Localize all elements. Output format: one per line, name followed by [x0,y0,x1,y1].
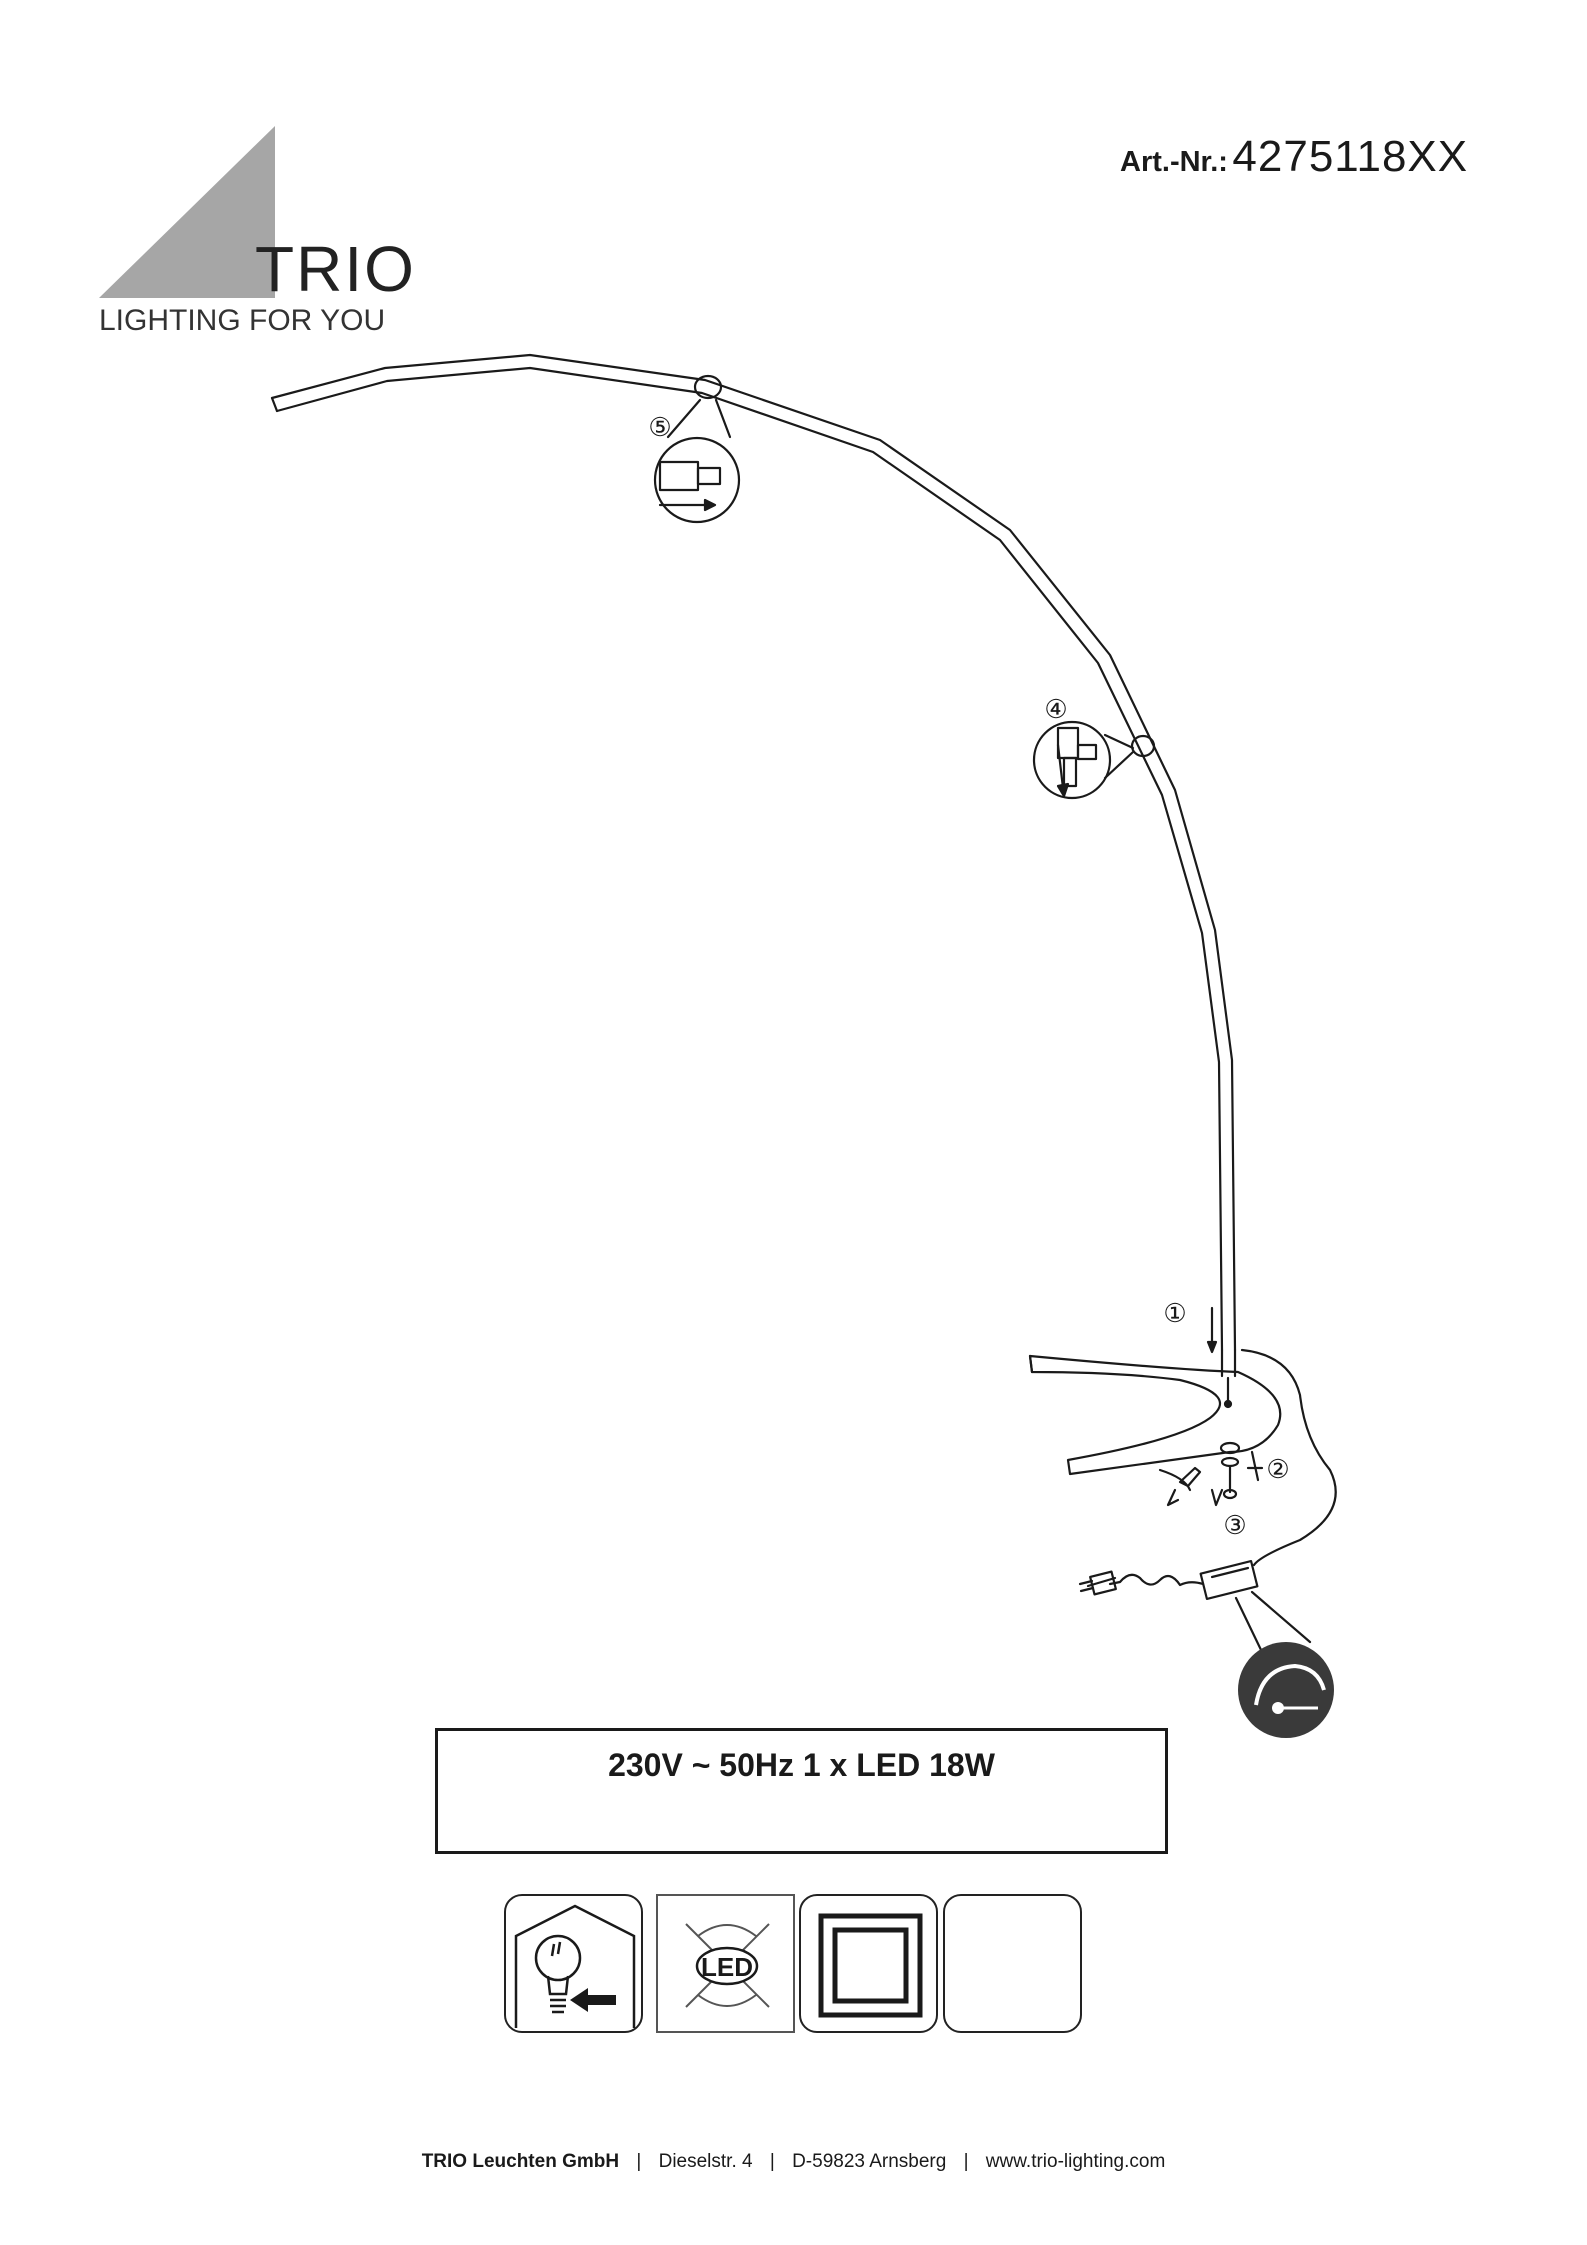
protection-class-ii-tile [799,1894,938,2033]
footer-website: www.trio-lighting.com [986,2151,1166,2172]
lamp-arc-inner [277,368,1222,1350]
lamp-base [1030,1356,1280,1474]
bulb-replaceable-icon [506,1896,645,2035]
step-3-marker: ③ [1223,1511,1246,1541]
step-4-marker: ④ [1044,695,1067,725]
footer-separator: | [770,2151,775,2173]
plug-cord [1110,1575,1203,1585]
connector-4 [1132,736,1154,756]
spec-text: 230V ~ 50Hz 1 x LED 18W [438,1747,1165,1784]
led-tile: LED [656,1894,795,2033]
footer-company: TRIO Leuchten GmbH [422,2151,619,2172]
led-icon-label: LED [701,1952,753,1982]
footer: TRIO Leuchten GmbH | Dieselstr. 4 | D-59… [0,2151,1587,2173]
led-icon: LED [658,1896,797,2035]
spec-box: 230V ~ 50Hz 1 x LED 18W [435,1728,1168,1854]
bulb-replaceable-tile [504,1894,643,2033]
footer-street: Dieselstr. 4 [659,2151,753,2172]
lamp-arc [272,355,1235,1350]
step-5-marker: ⑤ [648,413,671,443]
footer-separator: | [636,2151,641,2173]
dimmer-icon [1238,1642,1334,1738]
step-1-marker: ① [1163,1299,1186,1329]
step-2-marker: ② [1266,1455,1289,1485]
footer-separator: | [964,2151,969,2173]
empty-icon-tile [943,1894,1082,2033]
footer-city: D-59823 Arnsberg [792,2151,946,2172]
led-driver [1201,1561,1258,1599]
protection-class-ii-icon [801,1896,940,2035]
